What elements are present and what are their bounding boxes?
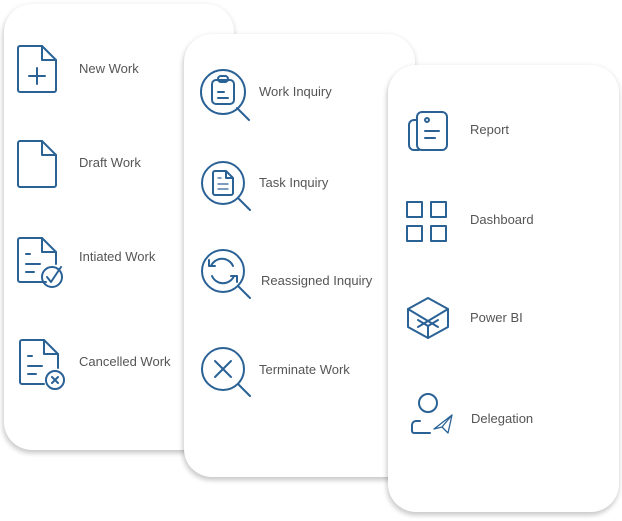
menu-item-delegation[interactable]: Delegation [410,393,533,437]
user-send-icon [411,393,453,434]
clipboard-search-icon [200,69,250,121]
refresh-search-icon [201,249,251,299]
menu-item-dashboard[interactable]: Dashboard [405,200,534,244]
file-check-icon [17,237,63,288]
menu-item-label: Task Inquiry [259,174,329,190]
file-icon [17,140,57,188]
menu-item-label: Terminate Work [259,361,350,377]
menu-item-label: Dashboard [470,211,534,227]
cube-icon [407,297,449,339]
file-plus-icon [17,45,57,93]
menu-item-work-inquiry[interactable]: Work Inquiry [199,68,332,122]
menu-item-label: Delegation [471,410,534,426]
menu-item-label: Reassigned Inquiry [261,272,373,288]
menu-item-draft-work[interactable]: Draft Work [16,139,141,189]
menu-item-label: Power BI [470,309,523,325]
menu-item-label: Draft Work [79,154,141,170]
report-icon [408,111,448,151]
menu-item-cancelled-work[interactable]: Cancelled Work [18,338,171,392]
menu-item-label: Report [470,121,510,137]
file-cancel-icon [19,339,65,390]
dashboard-grid-icon [406,201,447,242]
menu-item-label: Work Inquiry [259,83,332,99]
menu-item-power-bi[interactable]: Power BI [406,296,523,340]
menu-item-label: Cancelled Work [79,353,171,369]
menu-item-new-work[interactable]: New Work [16,44,139,94]
menu-item-task-inquiry[interactable]: Task Inquiry [200,160,328,214]
menu-item-reassigned-inquiry[interactable]: Reassigned Inquiry [200,248,372,302]
x-search-icon [201,347,251,397]
menu-item-terminate-work[interactable]: Terminate Work [200,346,350,400]
menu-item-label: Intiated Work [79,248,156,264]
menu-item-report[interactable]: Report [407,110,509,152]
document-search-icon [201,161,251,211]
menu-item-label: New Work [79,60,139,76]
reports-card: Report Dashboard Power BI Delegation [388,65,619,512]
menu-item-initiated-work[interactable]: Intiated Work [16,236,155,290]
inquiry-card: Work Inquiry Task Inquiry Reassigned Inq… [184,34,415,477]
